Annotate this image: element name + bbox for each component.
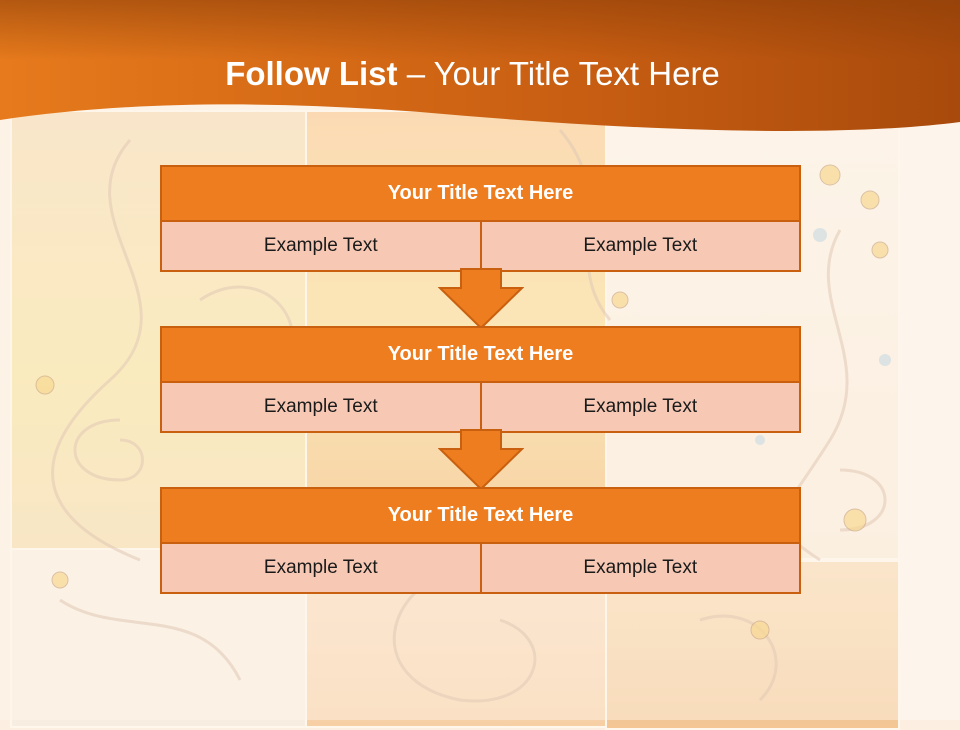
step-block: Your Title Text Here Example Text Exampl… bbox=[160, 326, 801, 433]
slide-title: Follow List – Your Title Text Here bbox=[0, 55, 945, 93]
step-cell-right: Example Text bbox=[481, 222, 801, 272]
step-row: Example Text Example Text bbox=[160, 383, 801, 433]
step-block: Your Title Text Here Example Text Exampl… bbox=[160, 487, 801, 594]
step-row: Example Text Example Text bbox=[160, 544, 801, 594]
header-band bbox=[0, 0, 960, 131]
step-row: Example Text Example Text bbox=[160, 222, 801, 272]
step-title: Your Title Text Here bbox=[160, 326, 801, 383]
step-cell-right: Example Text bbox=[481, 383, 801, 433]
slide-title-rest: – Your Title Text Here bbox=[397, 55, 720, 92]
down-arrow-icon bbox=[438, 268, 524, 330]
step-cell-left: Example Text bbox=[160, 383, 482, 433]
slide-title-bold: Follow List bbox=[225, 55, 398, 92]
step-cell-left: Example Text bbox=[160, 544, 482, 594]
down-arrow-icon bbox=[438, 429, 524, 491]
step-title: Your Title Text Here bbox=[160, 165, 801, 222]
step-title: Your Title Text Here bbox=[160, 487, 801, 544]
step-cell-right: Example Text bbox=[481, 544, 801, 594]
step-cell-left: Example Text bbox=[160, 222, 482, 272]
step-block: Your Title Text Here Example Text Exampl… bbox=[160, 165, 801, 272]
